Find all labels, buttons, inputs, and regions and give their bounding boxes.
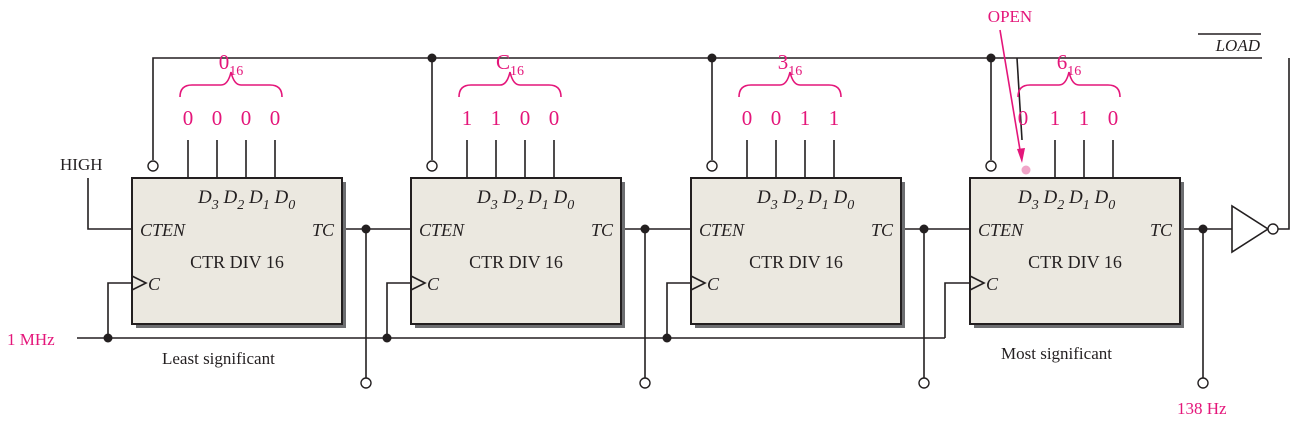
clock-triangle — [690, 275, 707, 291]
load-input-bubble — [147, 160, 159, 172]
counter-0: 016 0 0 0 0 D3 D2 D1 D0 CTEN TC CTR DIV … — [131, 50, 346, 328]
counter-title: CTR DIV 16 — [469, 252, 563, 272]
hex-digit: C16 — [496, 50, 524, 79]
hex-digit: 016 — [219, 50, 244, 79]
data-bit: 0 — [212, 106, 223, 130]
high-label: HIGH — [60, 155, 103, 174]
counter-3: 616 0 1 1 0 D3 D2 D1 D0 CTEN TC CTR DIV … — [969, 50, 1184, 328]
load-label: LOAD — [1215, 36, 1261, 55]
inverter — [1231, 204, 1279, 254]
clock-bus — [77, 282, 970, 343]
data-bit: 1 — [491, 106, 502, 130]
data-bit: 1 — [829, 106, 840, 130]
data-bit: 1 — [462, 106, 473, 130]
counter-body — [410, 177, 622, 325]
cten-label: CTEN — [419, 220, 465, 240]
tc-label: TC — [1150, 220, 1173, 240]
hex-digit: 616 — [1057, 50, 1082, 79]
open-label: OPEN — [988, 7, 1032, 26]
data-pin-labels: D3 D2 D1 D0 — [197, 187, 295, 214]
data-bit: 1 — [1079, 106, 1090, 130]
counter-1: C16 1 1 0 0 D3 D2 D1 D0 CTEN TC CTR DIV … — [410, 50, 625, 328]
output-frequency-label: 138 Hz — [1177, 399, 1227, 418]
clock-triangle — [131, 275, 148, 291]
least-significant-label: Least significant — [162, 349, 275, 368]
load-bus — [147, 53, 1290, 230]
data-bit: 0 — [270, 106, 281, 130]
clock-triangle — [410, 275, 427, 291]
data-bit: 0 — [771, 106, 782, 130]
data-bit: 0 — [520, 106, 531, 130]
open-arrow — [999, 29, 1031, 175]
cten-label: CTEN — [978, 220, 1024, 240]
open-pin-wire — [1016, 57, 1023, 141]
clock-label: C — [986, 274, 999, 294]
data-bit: 0 — [549, 106, 560, 130]
counter-body — [690, 177, 902, 325]
clock-label: C — [148, 274, 161, 294]
load-input-bubble — [985, 160, 997, 172]
counter-body — [969, 177, 1181, 325]
hex-digit: 316 — [778, 50, 803, 79]
counter-body — [131, 177, 343, 325]
cten-label: CTEN — [699, 220, 745, 240]
data-bit: 0 — [742, 106, 753, 130]
clock-input-label: 1 MHz — [7, 330, 55, 349]
clock-label: C — [707, 274, 720, 294]
tc-label: TC — [871, 220, 894, 240]
counter-title: CTR DIV 16 — [749, 252, 843, 272]
tc-label: TC — [312, 220, 335, 240]
data-pin-labels: D3 D2 D1 D0 — [476, 187, 574, 214]
tc-label: TC — [591, 220, 614, 240]
counter-title: CTR DIV 16 — [190, 252, 284, 272]
most-significant-label: Most significant — [1001, 344, 1112, 363]
clock-label: C — [427, 274, 440, 294]
data-bit: 0 — [183, 106, 194, 130]
tc-cascade — [342, 224, 1232, 389]
data-bit: 0 — [1018, 106, 1029, 130]
load-input-bubble — [706, 160, 718, 172]
data-bit: 1 — [1050, 106, 1061, 130]
data-bit: 0 — [241, 106, 252, 130]
cten-label: CTEN — [140, 220, 186, 240]
data-pin-labels: D3 D2 D1 D0 — [1017, 187, 1115, 214]
counter-title: CTR DIV 16 — [1028, 252, 1122, 272]
data-bit: 1 — [800, 106, 811, 130]
load-input-bubble — [426, 160, 438, 172]
clock-triangle — [969, 275, 986, 291]
counter-2: 316 0 0 1 1 D3 D2 D1 D0 CTEN TC CTR DIV … — [690, 50, 905, 328]
data-bit: 0 — [1108, 106, 1119, 130]
data-pin-labels: D3 D2 D1 D0 — [756, 187, 854, 214]
